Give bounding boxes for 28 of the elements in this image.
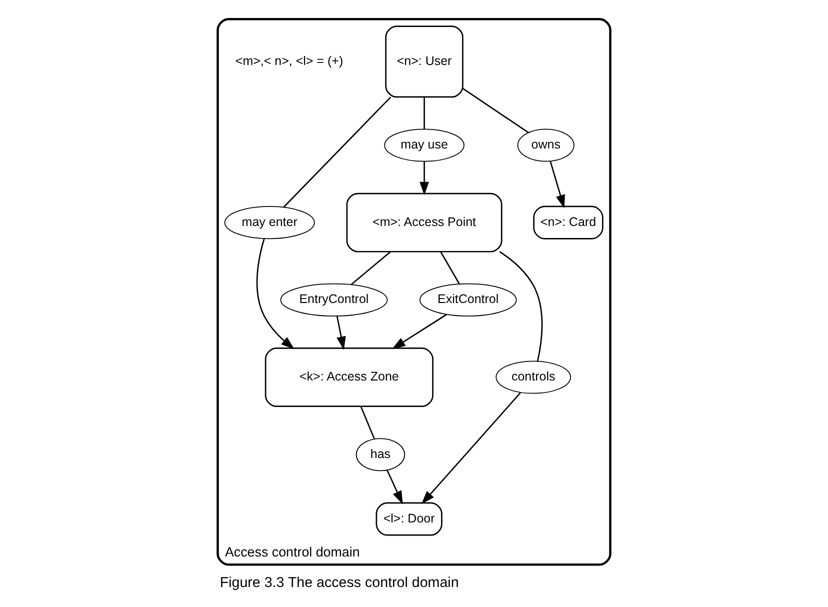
connector xyxy=(350,251,391,286)
node-ellipse: may use xyxy=(384,128,464,162)
connector xyxy=(283,96,392,208)
node-ellipse: owns xyxy=(517,128,574,162)
node-box: <k>: Access Zone xyxy=(264,348,434,407)
arrow xyxy=(386,470,403,504)
label: <m>,< n>, <l> = (+) xyxy=(235,54,344,68)
node-ellipse: ExitControl xyxy=(419,283,517,316)
node-box: <m>: Access Point xyxy=(346,192,502,252)
arrow xyxy=(550,161,565,208)
node-ellipse: may enter xyxy=(224,206,315,240)
connector xyxy=(440,252,460,284)
connector xyxy=(462,88,529,134)
arrow xyxy=(421,392,522,504)
connector xyxy=(424,96,425,130)
node-ellipse: controls xyxy=(496,360,572,394)
arrow xyxy=(336,316,346,350)
node-ellipse: has xyxy=(356,438,406,472)
connector xyxy=(499,251,543,362)
node-box: <l>: Door xyxy=(376,502,442,536)
connector xyxy=(360,406,375,439)
arrow xyxy=(256,238,294,350)
arrow xyxy=(392,314,447,350)
node-box: <n>: User xyxy=(385,26,464,98)
node-ellipse: EntryControl xyxy=(280,283,388,316)
node-box: <n>: Card xyxy=(533,206,604,240)
caption: Figure 3.3 The access control domain xyxy=(220,574,459,591)
arrow xyxy=(420,161,429,196)
